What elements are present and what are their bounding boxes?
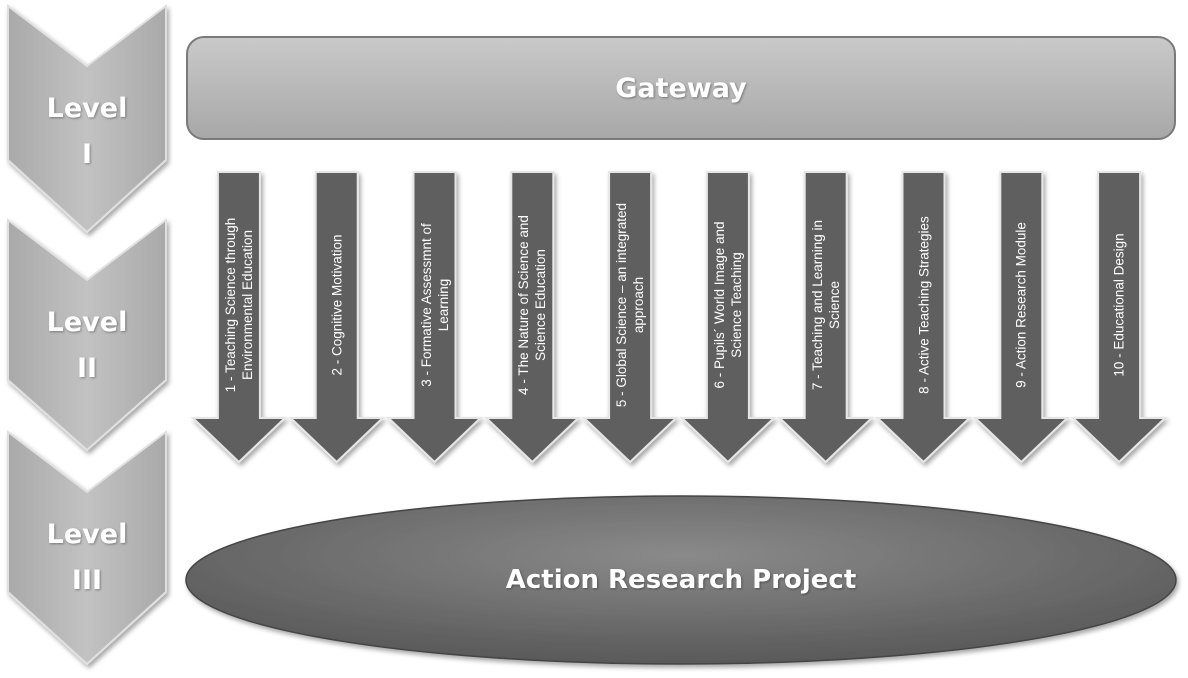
- level-1-word: Level: [46, 93, 128, 124]
- module-4-label-line2: Science Education: [533, 249, 549, 361]
- module-3-arrow: [386, 171, 483, 464]
- module-2-label-line1: 2 - Cognitive Motivation: [329, 234, 345, 376]
- gateway-label: Gateway: [615, 72, 747, 104]
- module-9-label-line1: 9 - Action Research Module: [1013, 222, 1029, 388]
- module-7-label-line2: Science: [826, 280, 842, 330]
- module-1-label-line1: 1 - Teaching Science through: [222, 217, 238, 393]
- module-9-arrow: [972, 171, 1070, 464]
- module-1-label-line2: Environmental Education: [239, 229, 255, 381]
- module-5-label-line2: approach: [631, 276, 647, 334]
- module-10-arrow: [1070, 171, 1168, 464]
- level-2-label: Level II: [12, 300, 162, 392]
- module-5-label-line1: 5 - Global Science – an integrated: [614, 202, 630, 408]
- module-8-arrow: [875, 171, 972, 464]
- gateway-box: Gateway: [186, 36, 1176, 140]
- level-1-numeral: I: [81, 139, 93, 170]
- module-3-label-line1: 3 - Formative Assessmnt of: [418, 223, 434, 387]
- module-4-label-line1: 4 - The Nature of Science and: [516, 215, 532, 395]
- module-2-arrow: [288, 171, 386, 464]
- level-3-label: Level III: [12, 512, 162, 604]
- action-research-project-label: Action Research Project: [505, 565, 857, 595]
- module-8-label-line1: 8 - Active Teaching Strategies: [916, 216, 931, 394]
- level-3-chevron: [7, 429, 167, 666]
- module-4-arrow: [483, 171, 581, 464]
- action-research-project: Action Research Project: [186, 548, 1176, 612]
- level-3-numeral: III: [71, 565, 103, 596]
- module-7-arrow: [777, 171, 875, 464]
- level-2-chevron: [7, 217, 167, 452]
- level-chevrons: [7, 3, 167, 666]
- module-1-arrow: [190, 171, 288, 464]
- module-5-arrow: [581, 171, 679, 464]
- level-2-word: Level: [46, 307, 128, 338]
- level-2-numeral: II: [76, 353, 98, 384]
- level-3-word: Level: [46, 519, 128, 550]
- module-3-label-line2: Learning: [435, 278, 451, 332]
- level-1-chevron: [7, 3, 167, 234]
- level-1-label: Level I: [12, 86, 162, 178]
- module-6-label-line2: Science Teaching: [728, 252, 744, 358]
- module-10-label-line1: 10 - Educational Design: [1111, 233, 1127, 377]
- action-research-project-ellipse: [185, 495, 1177, 665]
- module-6-arrow: [679, 171, 777, 464]
- module-6-label-line1: 6 - Pupils´ World Image and: [711, 221, 727, 389]
- module-arrows: [190, 171, 1168, 464]
- module-7-label-line1: 7 - Teaching and Learning in: [809, 219, 825, 391]
